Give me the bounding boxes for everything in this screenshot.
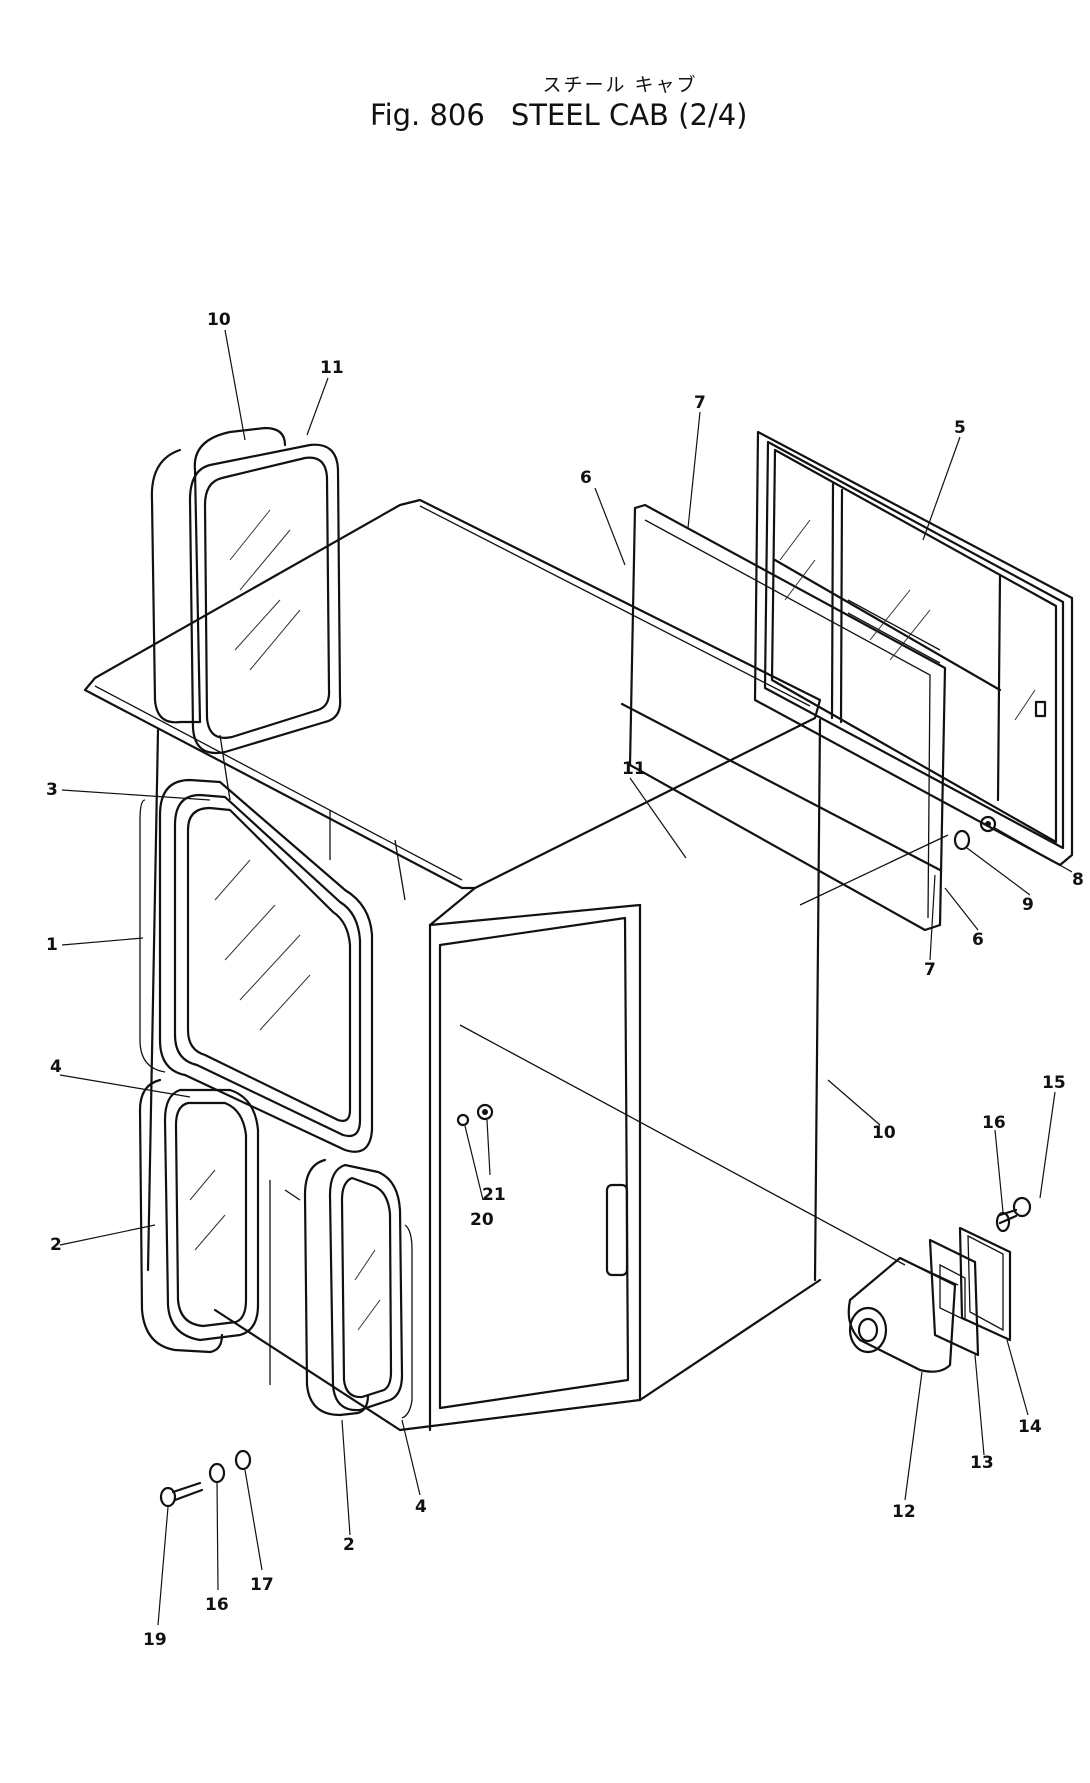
cab-body (83, 498, 822, 1432)
callout-6: 6 (972, 930, 984, 950)
callout-2: 2 (343, 1535, 355, 1555)
figure-number: Fig. 806 (370, 98, 485, 132)
callout-13: 13 (970, 1453, 994, 1473)
callout-14: 14 (1018, 1417, 1042, 1437)
figure-name: STEEL CAB (2/4) (510, 98, 748, 132)
callout-10: 10 (207, 310, 231, 330)
callout-9: 9 (1022, 895, 1034, 915)
callout-19: 19 (143, 1630, 167, 1650)
top-left-window-parts (150, 426, 342, 755)
callout-2: 2 (50, 1235, 62, 1255)
callout-20: 20 (470, 1210, 494, 1230)
callout-4: 4 (50, 1057, 62, 1077)
callout-leaders (59, 329, 1073, 1626)
callout-labels: 10 11 7 6 5 3 11 8 9 6 7 1 4 10 15 16 21… (46, 310, 1084, 1650)
callout-7: 7 (924, 960, 936, 980)
callout-3: 3 (46, 780, 58, 800)
callout-12: 12 (892, 1502, 916, 1522)
callout-4: 4 (415, 1497, 427, 1517)
rear-window-parts (620, 430, 1074, 932)
title-japanese: スチール キャブ (542, 74, 698, 96)
hardware-parts (159, 815, 1032, 1508)
callout-10: 10 (872, 1123, 896, 1143)
callout-5: 5 (954, 418, 966, 438)
callout-17: 17 (250, 1575, 274, 1595)
callout-11: 11 (622, 759, 646, 779)
callout-21: 21 (482, 1185, 506, 1205)
lower-window-parts (138, 1078, 413, 1419)
callout-15: 15 (1042, 1073, 1066, 1093)
callout-7: 7 (694, 393, 706, 413)
callout-6: 6 (580, 468, 592, 488)
figure-title: Fig. 806 STEEL CAB (2/4) (370, 98, 800, 132)
callout-11: 11 (320, 358, 344, 378)
callout-16: 16 (982, 1113, 1006, 1133)
callout-16: 16 (205, 1595, 229, 1615)
callout-1: 1 (46, 935, 58, 955)
front-window-parts (139, 778, 374, 1153)
callout-8: 8 (1072, 870, 1084, 890)
